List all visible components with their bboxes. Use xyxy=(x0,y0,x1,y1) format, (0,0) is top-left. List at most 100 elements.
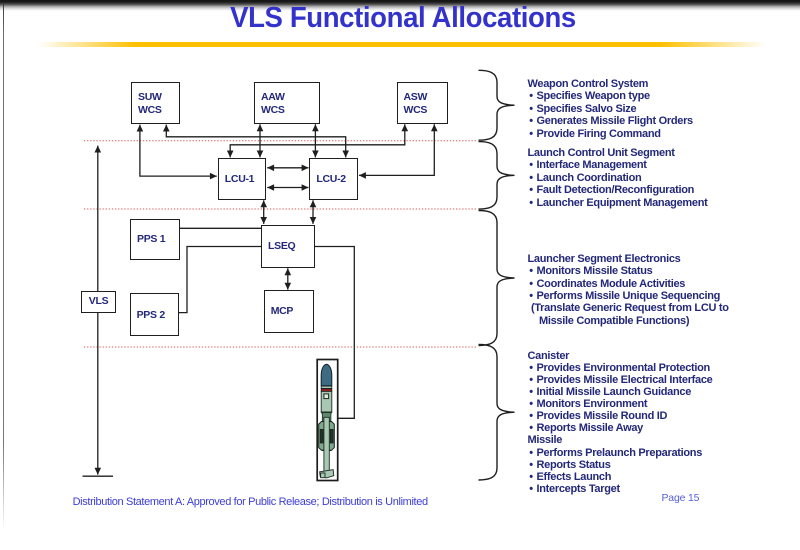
bullet-icon: • xyxy=(529,184,533,197)
section-heading: Missile xyxy=(527,434,563,447)
annotation-line: •Fault Detection/Reconfiguration xyxy=(528,184,708,196)
section-item: Effects Launch xyxy=(536,470,612,483)
annotation-line: •Provides Missile Round ID xyxy=(528,410,713,422)
section-item: Launcher Equipment Management xyxy=(536,196,708,209)
annotation-line: •Reports Missile Away xyxy=(528,422,713,434)
section-item-continuation: Missile Compatible Functions) xyxy=(539,314,690,327)
missile-foot-detail xyxy=(320,472,326,479)
slide-title: VLS Functional Allocations xyxy=(229,1,576,34)
bullet-icon: • xyxy=(529,470,533,483)
section-item: Performs Missile Unique Sequencing xyxy=(536,289,721,302)
section-item: Coordinates Module Activities xyxy=(536,277,686,290)
distribution-statement: Distribution Statement A: Approved for P… xyxy=(72,495,429,508)
section-item: Generates Missile Flight Orders xyxy=(536,115,694,128)
box-mcp: MCP xyxy=(263,290,314,333)
annotation-line: •Specifies Salvo Size xyxy=(528,103,693,115)
missile-canister-graphic xyxy=(316,358,339,482)
annotation-line: •Performs Missile Unique Sequencing xyxy=(528,290,729,302)
section-canister-missile: Canister •Provides Environmental Protect… xyxy=(528,350,713,495)
bullet-icon: • xyxy=(529,196,533,209)
box-lcu-1: LCU-1 xyxy=(217,158,267,200)
box-lcu-2: LCU-2 xyxy=(309,158,359,200)
section-heading: Canister xyxy=(527,349,570,362)
missile-lower-column xyxy=(323,416,330,472)
section-item: Initial Missile Launch Guidance xyxy=(536,386,692,399)
bullet-icon: • xyxy=(529,277,533,290)
page-left-edge-line xyxy=(2,3,4,530)
section-item: Specifies Weapon type xyxy=(536,90,651,103)
section-heading: Launch Control Unit Segment xyxy=(527,146,675,159)
annotation-line: •Performs Prelaunch Preparations xyxy=(528,447,713,459)
box-lseq: LSEQ xyxy=(261,224,315,268)
bullet-icon: • xyxy=(529,482,533,495)
annotation-line: (Translate Generic Request from LCU to xyxy=(528,302,729,314)
section-item-continuation: (Translate Generic Request from LCU to xyxy=(531,302,729,315)
page-number: Page 15 xyxy=(661,492,700,505)
section-heading: Weapon Control System xyxy=(527,78,649,90)
brace-canister-missile xyxy=(478,343,515,481)
annotation-line: Canister xyxy=(528,350,713,362)
annotation-line: •Provide Firing Command xyxy=(528,128,693,140)
brace-launcher-electronics xyxy=(478,209,515,347)
missile-body-detail-square xyxy=(323,393,330,400)
section-item: Provide Firing Command xyxy=(536,127,662,140)
annotation-line: •Specifies Weapon type xyxy=(528,90,693,102)
section-item: Provides Missile Round ID xyxy=(536,410,668,423)
bullet-icon: • xyxy=(529,265,533,278)
title-divider-bar xyxy=(38,41,766,48)
bullet-icon: • xyxy=(529,398,533,411)
annotation-line: •Generates Missile Flight Orders xyxy=(528,115,693,127)
section-item: Launch Coordination xyxy=(536,171,642,184)
section-launch-control-unit: Launch Control Unit Segment •Interface M… xyxy=(528,147,708,209)
box-pps-1: PPS 1 xyxy=(130,219,180,261)
bullet-icon: • xyxy=(529,374,533,387)
box-vls: VLS xyxy=(80,290,117,313)
box-pps-2: PPS 2 xyxy=(129,293,179,337)
section-item: Provides Environmental Protection xyxy=(536,361,711,374)
bullet-icon: • xyxy=(529,361,533,374)
bullet-icon: • xyxy=(529,159,533,172)
annotation-line: •Monitors Missile Status xyxy=(528,265,729,277)
bullet-icon: • xyxy=(529,410,533,423)
missile-nose-cone xyxy=(320,363,333,387)
bullet-icon: • xyxy=(529,102,533,115)
bullet-icon: • xyxy=(529,171,533,184)
annotation-line: •Interface Management xyxy=(528,159,708,171)
brace-weapon-control xyxy=(478,69,515,141)
section-launcher-segment-electronics: Launcher Segment Electronics •Monitors M… xyxy=(528,253,729,327)
connector-lines xyxy=(82,124,438,477)
missile-band-light xyxy=(320,385,333,389)
annotation-line: Missile xyxy=(528,434,713,446)
bullet-icon: • xyxy=(529,422,533,435)
section-weapon-control-system: Weapon Control System •Specifies Weapon … xyxy=(528,78,694,140)
bullet-icon: • xyxy=(529,446,533,459)
section-item: Reports Status xyxy=(536,458,611,471)
annotation-line: Launcher Segment Electronics xyxy=(528,253,729,265)
annotation-line: •Initial Missile Launch Guidance xyxy=(528,386,713,398)
annotation-line: Weapon Control System xyxy=(528,78,693,90)
annotation-line: •Coordinates Module Activities xyxy=(528,278,729,290)
page-top-edge-shadow xyxy=(0,0,800,11)
annotation-line: •Provides Missile Electrical Interface xyxy=(528,374,713,386)
bullet-icon: • xyxy=(529,289,533,302)
missile-pod-slot-right xyxy=(329,429,334,444)
section-item: Monitors Environment xyxy=(536,398,648,411)
section-item: Performs Prelaunch Preparations xyxy=(536,446,703,459)
annotation-line: •Launch Coordination xyxy=(528,172,708,184)
bullet-icon: • xyxy=(529,127,533,140)
bullet-icon: • xyxy=(529,90,533,103)
section-item: Fault Detection/Reconfiguration xyxy=(536,184,695,197)
box-aaw-wcs: AAW WCS xyxy=(254,82,320,124)
annotation-line: •Monitors Environment xyxy=(528,398,713,410)
section-heading: Launcher Segment Electronics xyxy=(527,252,681,265)
box-asw-wcs: ASW WCS xyxy=(396,82,448,124)
bullet-icon: • xyxy=(529,386,533,399)
section-item: Reports Missile Away xyxy=(536,422,644,435)
section-item: Interface Management xyxy=(536,159,647,172)
annotation-line: Missile Compatible Functions) xyxy=(528,315,729,327)
bullet-icon: • xyxy=(529,115,533,128)
annotation-line: •Reports Status xyxy=(528,459,713,471)
section-item: Provides Missile Electrical Interface xyxy=(536,374,713,387)
annotation-line: •Intercepts Target xyxy=(528,483,713,495)
